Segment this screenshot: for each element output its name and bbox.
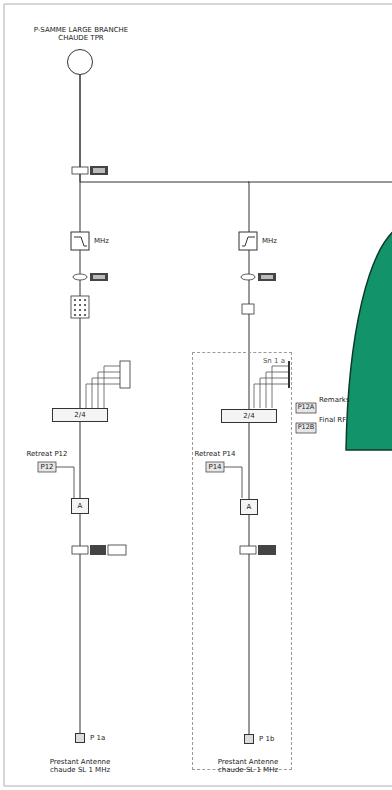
signal-wire [80, 422, 81, 498]
signal-wire [249, 423, 250, 499]
green-region [346, 226, 392, 450]
lowpass-filter [71, 232, 89, 250]
pin-dots [74, 299, 86, 316]
label-text: MHz [94, 237, 109, 245]
label-text: P12 [40, 463, 53, 471]
splitter-box: 2/4 [221, 409, 277, 423]
splitter-fanout [86, 366, 288, 408]
node-text: Sn 1 a [263, 357, 285, 365]
label-text: P12A [298, 404, 315, 411]
label-text: Retreat P12 [26, 450, 67, 458]
page-frame [4, 4, 392, 786]
bus-wire [248, 182, 392, 183]
node-text: 2/4 [243, 412, 254, 420]
amplifier-box: A [71, 498, 89, 514]
signal-wire [80, 75, 249, 409]
pin-dot [84, 309, 86, 311]
label-text: Prestant Antenne chaude SL 1 MHz [42, 758, 118, 774]
label-text: Retreat P14 [194, 450, 235, 458]
pin-dot [84, 304, 86, 306]
label-text: Prestant Antenne chaude SL 1 MHz [210, 758, 286, 774]
pin-dot [79, 309, 81, 311]
pin-dot [79, 314, 81, 316]
port-square: P 1b [244, 734, 254, 744]
connector-block [71, 296, 254, 318]
label-text: P14 [208, 463, 221, 471]
port-square: P 1a [75, 733, 85, 743]
node-text: 2/4 [74, 411, 85, 419]
pin-dot [79, 304, 81, 306]
node-text: A [247, 503, 252, 511]
node-text: A [78, 502, 83, 510]
node-text: P-SAMME LARGE BRANCHE CHAUDE TPR [26, 26, 136, 42]
pin-dot [74, 299, 76, 301]
label-text: Final RF [319, 416, 346, 424]
pin-dot [74, 314, 76, 316]
antenna-circle: P-SAMME LARGE BRANCHE CHAUDE TPR [67, 49, 93, 75]
label-text: Remarks [319, 396, 350, 404]
pin-dot [84, 314, 86, 316]
group-frame: Sn 1 a 2/4A P 1b [192, 352, 292, 770]
attenuator [72, 545, 276, 555]
pin-dot [74, 304, 76, 306]
tag-box [38, 403, 316, 472]
label-text: MHz [262, 237, 277, 245]
pin-dot [84, 299, 86, 301]
bus-tap [72, 166, 108, 175]
label-text: P12B [298, 424, 315, 431]
pin-dot [74, 309, 76, 311]
highpass-filter [239, 232, 257, 250]
port-block [120, 361, 290, 388]
coupler [73, 273, 276, 281]
node-text: P 1b [259, 735, 274, 743]
node-text: P 1a [90, 734, 105, 742]
splitter-box: 2/4 [52, 408, 108, 422]
pin-dot [79, 299, 81, 301]
amplifier-box: A [240, 499, 258, 515]
